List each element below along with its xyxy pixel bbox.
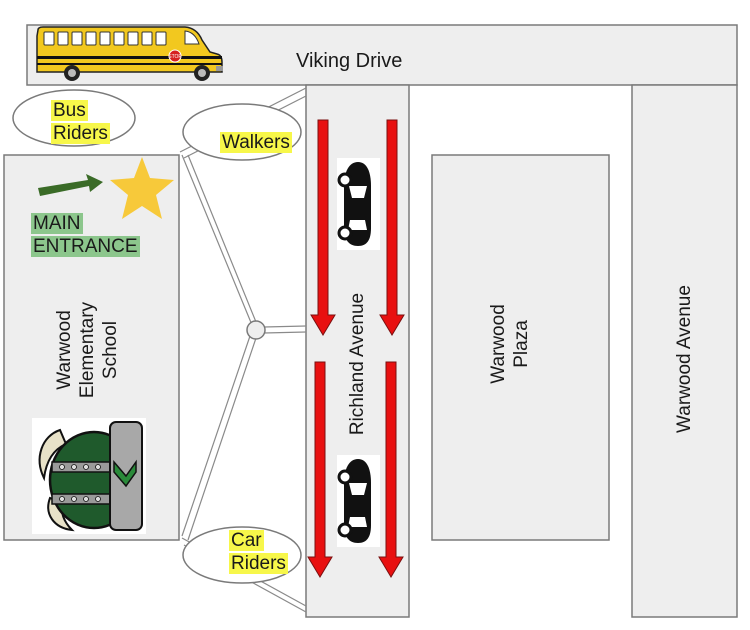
main-entrance-label: MAIN ENTRANCE	[31, 212, 140, 258]
car-riders-line2: Riders	[229, 553, 288, 574]
bus-riders-line2: Riders	[51, 123, 110, 144]
car-icon	[337, 455, 380, 547]
traffic-direction-arrows	[307, 119, 405, 578]
arrow-right-icon	[38, 174, 103, 196]
richland-avenue-text: Richland Avenue	[346, 292, 368, 436]
viking-drive-label: Viking Drive	[296, 50, 403, 72]
school-label: Warwood Elementary School	[52, 250, 122, 450]
car-icon	[337, 158, 380, 250]
star-icon	[110, 157, 174, 219]
walkers-text: Walkers	[220, 132, 292, 153]
warwood-avenue-block	[631, 84, 738, 618]
bus-stop-sign-text: STOP	[168, 54, 182, 60]
plaza-line1: Warwood	[488, 304, 509, 384]
walkers-label: Walkers	[220, 131, 292, 154]
school-line3: School	[99, 320, 121, 380]
plaza-block	[431, 154, 610, 541]
main-entrance-line1: MAIN	[31, 213, 83, 234]
plaza-line2: Plaza	[511, 320, 532, 368]
school-bus-icon: STOP	[36, 26, 223, 81]
richland-avenue-label: Richland Avenue	[344, 264, 370, 464]
traffic-arrow-down	[307, 361, 333, 578]
plaza-label: Warwood Plaza	[486, 264, 534, 424]
walkway-junction	[246, 320, 266, 340]
school-line2: Elementary	[76, 301, 98, 399]
school-line1: Warwood	[53, 310, 75, 390]
warwood-avenue-label: Warwood Avenue	[671, 269, 697, 449]
bus-riders-label: Bus Riders	[51, 99, 110, 145]
traffic-arrow-down	[378, 361, 404, 578]
car-riders-label: Car Riders	[229, 529, 288, 575]
main-entrance-line2: ENTRANCE	[31, 236, 140, 257]
traffic-arrow-down	[310, 119, 336, 336]
traffic-arrow-down	[379, 119, 405, 336]
bus-riders-line1: Bus	[51, 100, 88, 121]
warwood-avenue-text: Warwood Avenue	[673, 285, 695, 433]
viking-helmet-icon	[32, 418, 146, 534]
car-riders-line1: Car	[229, 530, 264, 551]
